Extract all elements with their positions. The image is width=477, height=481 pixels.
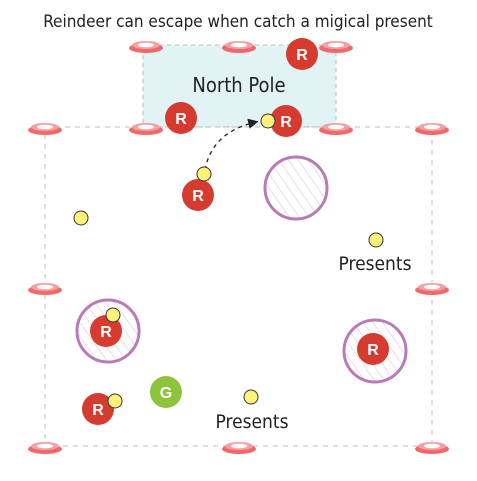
- present-icon: [196, 166, 212, 182]
- present-icon: [73, 210, 89, 226]
- hoop-icon: [263, 155, 329, 221]
- reindeer-icon: R: [182, 179, 214, 211]
- cone-icon: [28, 442, 62, 454]
- grinch-letter: G: [160, 385, 172, 402]
- cone-icon: [415, 442, 449, 454]
- cone-icon: [129, 41, 163, 53]
- reindeer-icon: R: [82, 393, 114, 425]
- reindeer-letter: R: [192, 188, 204, 205]
- cone-icon: [28, 283, 62, 295]
- reindeer-icon: R: [90, 315, 122, 347]
- reindeer-letter: R: [296, 47, 308, 64]
- reindeer-letter: R: [367, 342, 379, 359]
- present-icon: [105, 307, 121, 323]
- reindeer-letter: R: [280, 114, 292, 131]
- reindeer-icon: R: [165, 102, 197, 134]
- north-pole-label: North Pole: [192, 73, 285, 97]
- diagram-title: Reindeer can escape when catch a migical…: [43, 12, 433, 32]
- reindeer-letter: R: [100, 324, 112, 341]
- cone-icon: [222, 442, 256, 454]
- reindeer-letter: R: [92, 402, 104, 419]
- reindeer-icon: R: [270, 105, 302, 137]
- present-icon: [243, 389, 259, 405]
- cone-icon: [415, 283, 449, 295]
- present-icon: [260, 113, 276, 129]
- escape-path-arrow: [204, 118, 259, 171]
- cone-icon: [28, 123, 62, 135]
- present-icon: [107, 393, 123, 409]
- grinch-icon: G: [150, 376, 182, 408]
- reindeer-icon: R: [357, 333, 389, 365]
- present-icon: [368, 232, 384, 248]
- cone-icon: [319, 41, 353, 53]
- cone-icon: [222, 41, 256, 53]
- reindeer-letter: R: [175, 111, 187, 128]
- presents-label: Presents: [216, 411, 289, 433]
- cone-icon: [415, 123, 449, 135]
- presents-label: Presents: [339, 253, 412, 275]
- reindeer-icon: R: [286, 38, 318, 70]
